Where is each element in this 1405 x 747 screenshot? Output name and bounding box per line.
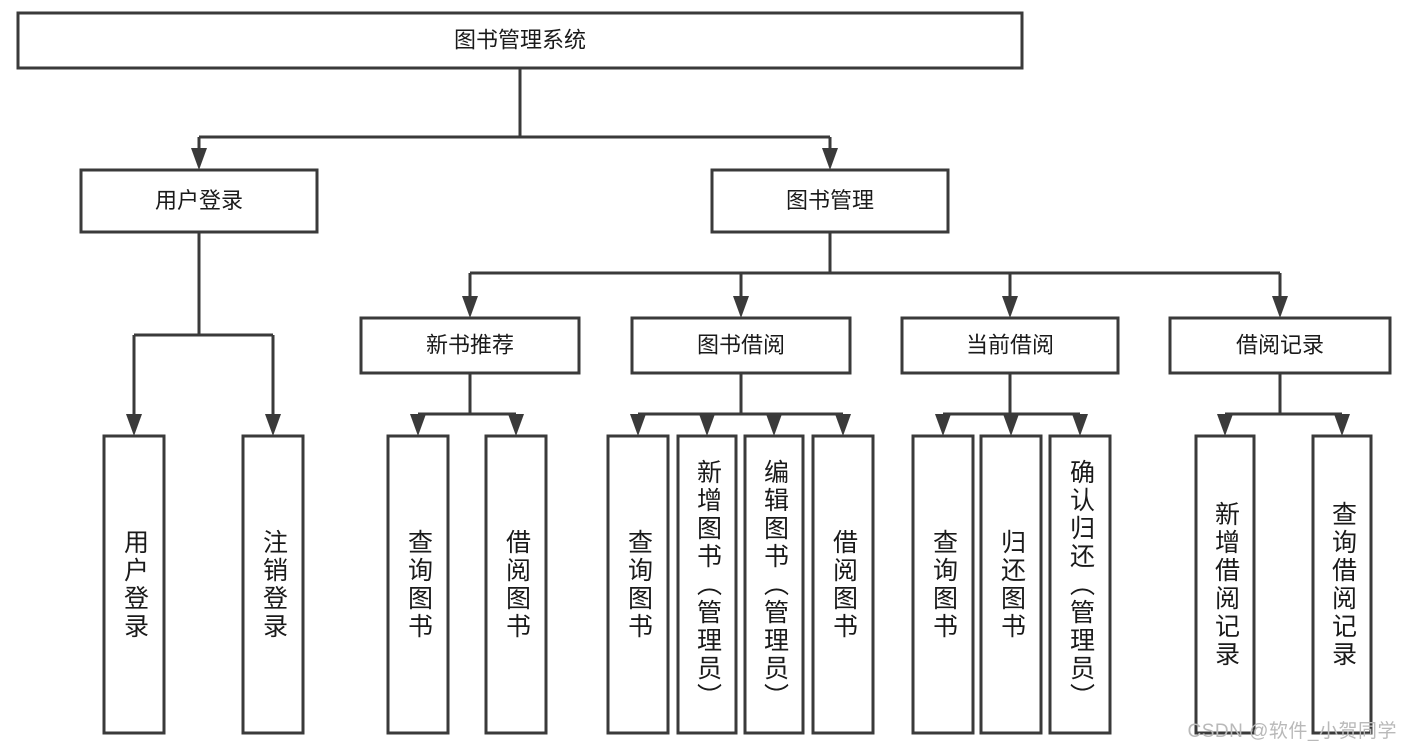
node-box-layer [16, 11, 1392, 735]
node-book-management[interactable] [710, 168, 950, 234]
node-leaf-query-book-2[interactable] [606, 434, 670, 735]
node-label-book-borrow: 图书借阅 [697, 332, 785, 357]
node-label-book-management: 图书管理 [786, 188, 874, 213]
node-book-borrow[interactable] [630, 316, 852, 375]
arrow-head-icon-leaf-query-record [1334, 414, 1350, 436]
watermark-text: CSDN @软件_小贺同学 [1187, 721, 1397, 742]
arrow-head-icon-book-borrow [733, 296, 749, 318]
node-current-borrow[interactable] [900, 316, 1120, 375]
node-label-user-login: 用户登录 [155, 188, 243, 213]
node-leaf-borrow-book-1[interactable] [484, 434, 548, 735]
node-leaf-edit-book[interactable] [743, 434, 805, 735]
node-leaf-return-book[interactable] [979, 434, 1043, 735]
node-label-current-borrow: 当前借阅 [966, 332, 1054, 357]
arrow-head-icon-leaf-add-record [1217, 414, 1233, 436]
arrow-head-icon-book-management [822, 148, 838, 170]
node-label-root: 图书管理系统 [454, 27, 586, 52]
node-borrow-record[interactable] [1168, 316, 1392, 375]
node-leaf-add-record[interactable] [1194, 434, 1256, 735]
arrow-head-icon-leaf-query-book-3 [935, 414, 951, 436]
node-leaf-user-logout[interactable] [241, 434, 305, 735]
node-new-book-recommend[interactable] [359, 316, 581, 375]
node-label-new-book-recommend: 新书推荐 [426, 332, 514, 357]
node-leaf-add-book[interactable] [676, 434, 738, 735]
arrow-head-icon-leaf-query-book-2 [630, 414, 646, 436]
arrow-head-icon-leaf-borrow-book-2 [835, 414, 851, 436]
arrow-head-icon-leaf-user-logout [265, 414, 281, 436]
arrow-head-icon-current-borrow [1002, 296, 1018, 318]
arrow-head-icon-new-book-recommend [462, 296, 478, 318]
arrow-head-icon-leaf-add-book [699, 414, 715, 436]
node-leaf-borrow-book-2[interactable] [811, 434, 875, 735]
node-leaf-query-book-1[interactable] [386, 434, 450, 735]
node-root[interactable] [16, 11, 1024, 70]
arrow-head-icon-leaf-confirm-return [1072, 414, 1088, 436]
arrow-head-icon-leaf-edit-book [766, 414, 782, 436]
connector-layer [126, 68, 1350, 436]
node-leaf-query-record[interactable] [1311, 434, 1373, 735]
arrow-head-icon-leaf-return-book [1003, 414, 1019, 436]
node-leaf-query-book-3[interactable] [911, 434, 975, 735]
node-user-login[interactable] [79, 168, 319, 234]
arrow-head-icon-user-login [191, 148, 207, 170]
arrow-head-icon-leaf-borrow-book-1 [508, 414, 524, 436]
node-label-borrow-record: 借阅记录 [1236, 332, 1324, 357]
node-leaf-confirm-return[interactable] [1048, 434, 1112, 735]
arrow-head-icon-leaf-user-login [126, 414, 142, 436]
node-leaf-user-login[interactable] [102, 434, 166, 735]
arrow-head-icon-leaf-query-book-1 [410, 414, 426, 436]
arrow-head-icon-borrow-record [1272, 296, 1288, 318]
